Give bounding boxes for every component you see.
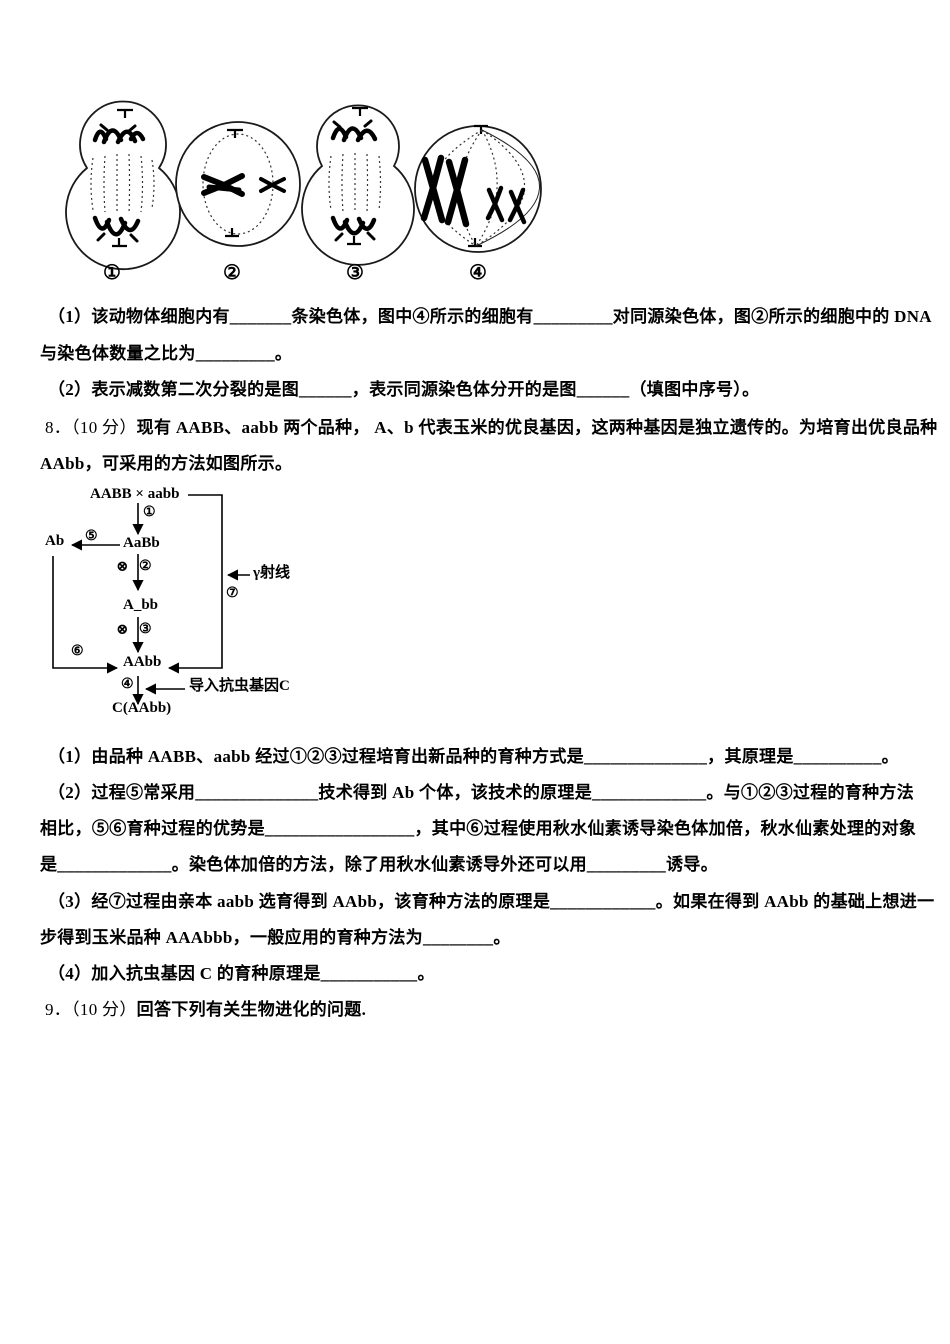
- self-cross-icon: ⊗: [116, 559, 129, 575]
- q9-score: （10 分）: [71, 1000, 137, 1019]
- q8-sub3-line1: （3）经⑦过程由亲本 aabb 选育得到 AAbb，该育种方法的原理是_____…: [48, 892, 935, 911]
- process-1-label: ①: [143, 505, 156, 520]
- q7-sub1-line1: （1）该动物体细胞内有_______条染色体，图中④所示的细胞有________…: [48, 307, 932, 326]
- q8-sub3-line2: 步得到玉米品种 AAAbbb，一般应用的育种方法为________。: [40, 928, 511, 947]
- q8-stem-text: 现有 AABB、aabb 两个品种， A、b 代表玉米的优良基因，这两种基因是独…: [136, 418, 938, 437]
- cell-1-chromosomes: [92, 123, 146, 243]
- gamete-ab-label: Ab: [45, 533, 65, 549]
- breeding-scheme-arrows: [52, 494, 250, 706]
- q7-sub1-line2: 与染色体数量之比为_________。: [40, 344, 293, 363]
- process-5-label: ⑤: [85, 529, 98, 544]
- cell-division-figure: ① ② ③ ④: [65, 100, 542, 284]
- self-cross-icon: ⊗: [116, 622, 129, 638]
- cell-3-chromosomes: [330, 119, 378, 242]
- q8-sub2-line1: （2）过程⑤常采用______________技术得到 Ab 个体，该技术的原理…: [48, 783, 915, 802]
- cell-4-label: ④: [469, 262, 487, 284]
- q8-stem-line2: AAbb，可采用的方法如图所示。: [40, 454, 293, 473]
- f2-genotype-label: A_bb: [123, 597, 159, 613]
- gamma-ray-label: γ射线: [253, 565, 291, 581]
- q9-stem-line: 9．（10 分）回答下列有关生物进化的问题.: [45, 999, 366, 1020]
- cell-4-chromosomes: [420, 154, 527, 228]
- cross-parents-label: AABB × aabb: [90, 486, 180, 502]
- cell-2-label: ②: [223, 262, 241, 284]
- q8-sub4-line: （4）加入抗虫基因 C 的育种原理是___________。: [48, 964, 435, 983]
- cell-4-diagram: [414, 124, 542, 253]
- q8-sub1-line: （1）由品种 AABB、aabb 经过①②③过程培育出新品种的育种方式是____…: [48, 747, 899, 766]
- q9-stem-text: 回答下列有关生物进化的问题.: [136, 1000, 367, 1019]
- q8-sub2-line3: 是_____________。染色体加倍的方法，除了用秋水仙素诱导外还可以用__…: [40, 855, 718, 874]
- cell-1-label: ①: [103, 262, 121, 284]
- target-genotype-label: AAbb: [123, 654, 162, 670]
- process-2-label: ②: [139, 559, 152, 574]
- q9-number: 9．: [45, 1000, 72, 1019]
- f1-genotype-label: AaBb: [123, 535, 160, 551]
- insert-gene-label: 导入抗虫基因C: [189, 678, 290, 694]
- q7-sub2-line: （2）表示减数第二次分裂的是图______，表示同源染色体分开的是图______…: [48, 380, 760, 399]
- arrow-7-path: [167, 494, 223, 674]
- breeding-scheme-diagram: AABB × aabb ① AaBb ⑤ Ab ⊗ ② A_bb ⊗ ③ ⑥ A…: [40, 484, 330, 729]
- q8-score: （10 分）: [71, 418, 137, 437]
- cell-2-chromosomes: [201, 173, 286, 197]
- process-4-label: ④: [121, 677, 134, 692]
- cell-2-metaphase-diagram: [175, 121, 301, 247]
- final-product-label: C(AAbb): [112, 700, 172, 716]
- process-3-label: ③: [139, 622, 152, 637]
- q8-stem-line1: 8．（10 分）现有 AABB、aabb 两个品种， A、b 代表玉米的优良基因…: [45, 417, 937, 438]
- arrow-6-path: [52, 556, 119, 674]
- process-6-label: ⑥: [71, 644, 84, 659]
- process-7-label: ⑦: [226, 586, 239, 601]
- cell-3-label: ③: [346, 262, 364, 284]
- cell-3-anaphase-diagram: [301, 104, 415, 266]
- cell-1-anaphase-diagram: [65, 100, 181, 271]
- q8-number: 8．: [45, 418, 72, 437]
- q8-sub2-line2: 相比，⑤⑥育种过程的优势是_________________，其中⑥过程使用秋水…: [40, 819, 917, 838]
